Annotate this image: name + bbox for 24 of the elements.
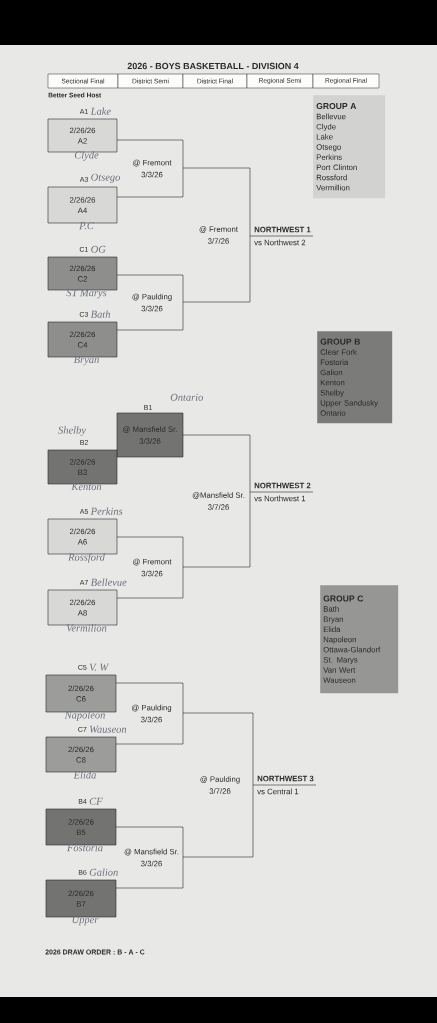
handwritten-name: Elida xyxy=(73,771,96,779)
handwritten-name: Clyde xyxy=(74,151,99,161)
handwritten-name: Vermilion xyxy=(66,624,107,632)
handwritten-name: Bryan xyxy=(73,356,99,366)
handwritten-name: Bellevue xyxy=(90,578,127,586)
title: 2026 - BOYS BASKETBALL - DIVISION 4 xyxy=(127,62,299,70)
handwritten-name: OG xyxy=(91,245,106,253)
handwritten-name: Galion xyxy=(89,868,118,876)
handwritten-name: Ontario xyxy=(170,393,203,401)
handwritten-name: Wauseon xyxy=(89,725,127,733)
handwritten-name: Fostoria xyxy=(66,844,103,852)
handwritten-name: Lake xyxy=(90,107,111,115)
handwritten-name: Otsego xyxy=(91,173,120,183)
handwritten-name: V. W xyxy=(89,663,109,671)
handwritten-name: P.C xyxy=(79,222,94,230)
handwritten-name: Shelby xyxy=(58,426,86,436)
handwritten-name: Upper xyxy=(72,916,99,926)
handwritten-name: Napoleon xyxy=(64,711,105,721)
handwritten-name: Kenton xyxy=(71,483,102,491)
handwritten-name: Perkins xyxy=(90,507,123,515)
handwritten-name: ST Marys xyxy=(66,289,107,299)
handwritten-name: CF xyxy=(89,797,103,805)
handwritten-name: Rossford xyxy=(68,553,105,563)
handwritten-name: Bath xyxy=(90,310,110,318)
